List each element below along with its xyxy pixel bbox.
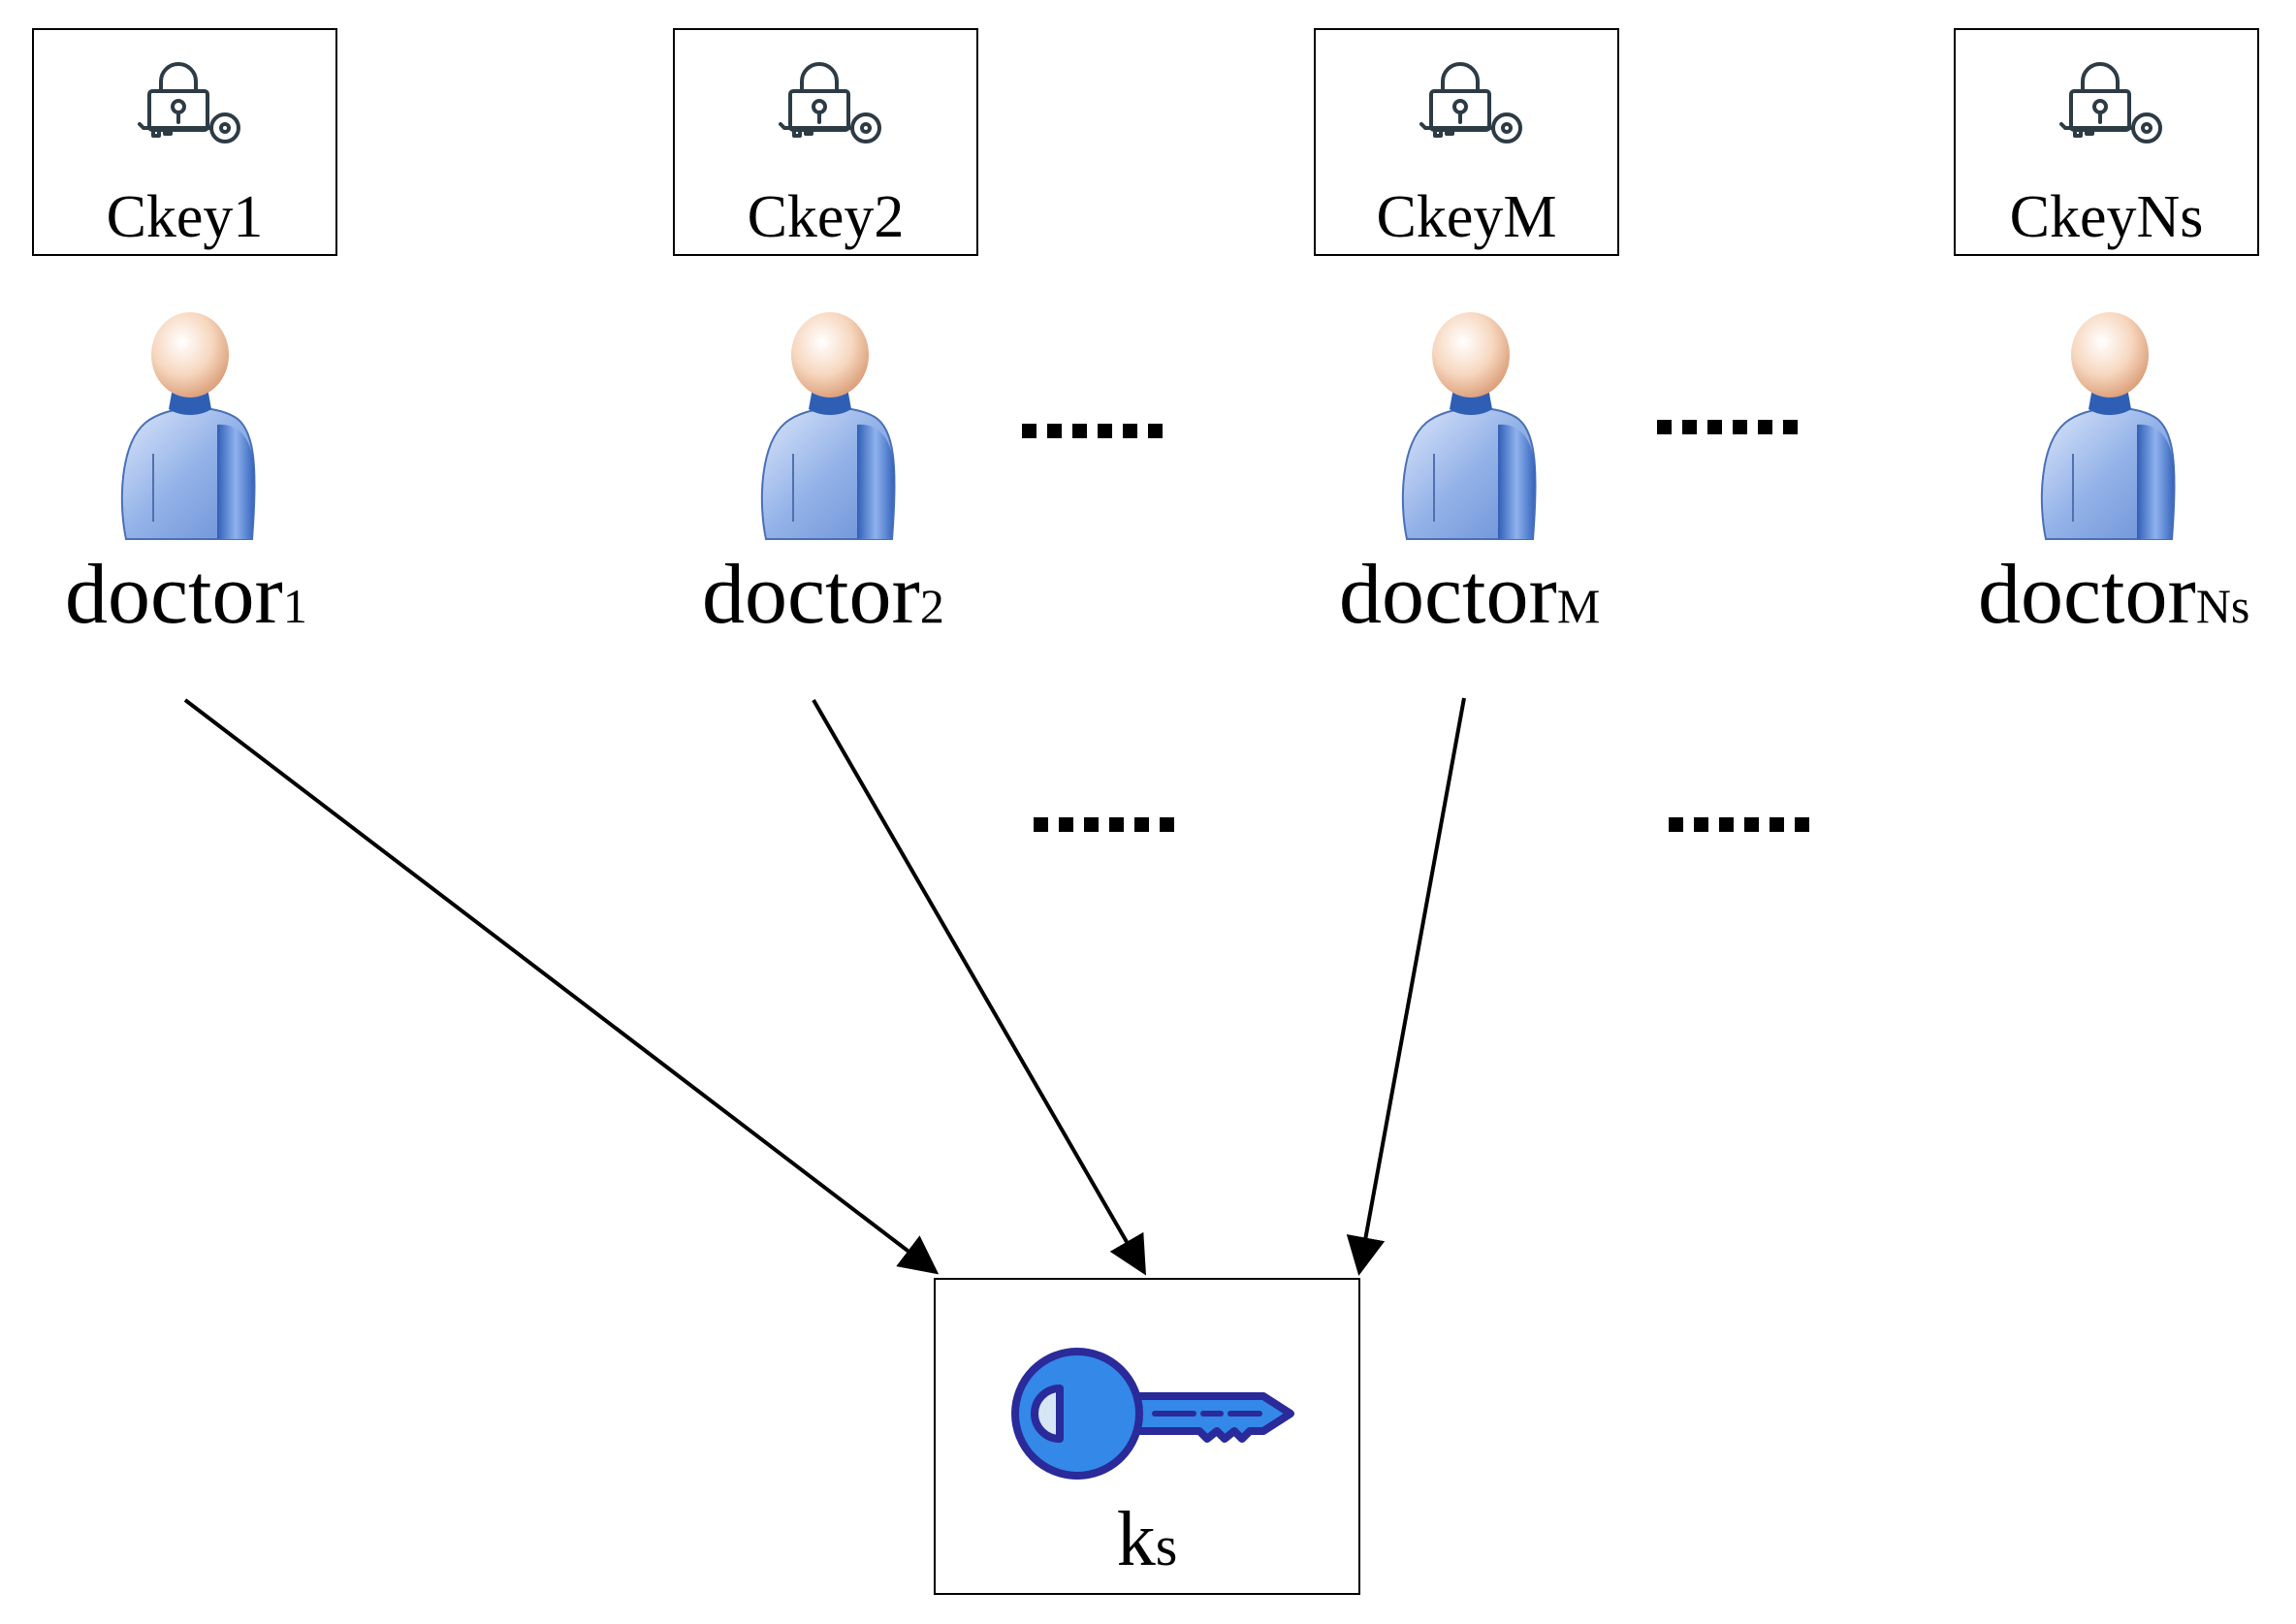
ellipsis-dot — [1707, 420, 1722, 434]
key-box-label: CkeyNs — [2009, 184, 2204, 250]
ellipsis-dot — [1059, 817, 1073, 832]
doctor-name: doctor — [702, 548, 920, 642]
user-icon — [1401, 312, 1537, 540]
ellipsis-dot — [1047, 424, 1062, 438]
doctor-subscript: Ns — [2195, 579, 2250, 633]
key-box-label: Ckey2 — [747, 184, 905, 250]
doctor-label-ns: doctorNs — [1978, 553, 2249, 638]
arrow-doctorM-to-ks — [1346, 697, 1466, 1276]
ellipsis-dot — [1123, 424, 1137, 438]
padlock-key-icon — [2059, 62, 2162, 143]
key-icon — [1011, 1348, 1294, 1480]
ellipsis-dot — [1719, 817, 1734, 832]
key-box-ns: CkeyNs — [1954, 28, 2259, 256]
ellipsis-dot — [1148, 424, 1163, 438]
ellipsis-dot — [1694, 817, 1708, 832]
key-box-m: CkeyM — [1314, 28, 1619, 256]
doctor-name: doctor — [1339, 548, 1557, 642]
doctor-name: doctor — [65, 548, 283, 642]
doctor-subscript: 1 — [282, 579, 307, 633]
ellipsis-dot — [1098, 424, 1112, 438]
padlock-key-icon — [779, 62, 881, 143]
shared-key-name: k — [1116, 1497, 1156, 1582]
user-icon — [760, 312, 896, 540]
ellipsis-dots — [1669, 817, 1809, 832]
doctor-name: doctor — [1978, 548, 2196, 642]
shared-key-subscript: s — [1155, 1514, 1178, 1577]
ellipsis-dots — [1022, 424, 1163, 438]
arrow-doctor2-to-ks — [812, 698, 1147, 1276]
ellipsis-dot — [1134, 817, 1149, 832]
padlock-key-icon — [138, 62, 240, 143]
ellipsis-dot — [1744, 817, 1759, 832]
ellipsis-dots — [1034, 817, 1174, 832]
user-icon — [2040, 312, 2176, 540]
user-icon — [120, 312, 256, 540]
shared-key-label: ks — [936, 1501, 1358, 1578]
ellipsis-dot — [1072, 424, 1087, 438]
ellipsis-dot — [1733, 420, 1747, 434]
ellipsis-dot — [1795, 817, 1809, 832]
ellipsis-dot — [1657, 420, 1672, 434]
ellipsis-dot — [1770, 817, 1784, 832]
ellipsis-dots — [1657, 420, 1798, 434]
ellipsis-dot — [1783, 420, 1798, 434]
key-box-label: Ckey1 — [106, 184, 264, 250]
ellipsis-dot — [1034, 817, 1048, 832]
ellipsis-dot — [1084, 817, 1099, 832]
shared-key-box: ks — [934, 1278, 1360, 1595]
key-box-1: Ckey1 — [32, 28, 337, 256]
key-box-2: Ckey2 — [673, 28, 978, 256]
doctor-subscript: M — [1556, 579, 1601, 633]
doctor-label-1: doctor1 — [65, 553, 307, 638]
ellipsis-dot — [1758, 420, 1772, 434]
arrow-doctor1-to-ks — [183, 698, 940, 1275]
padlock-key-icon — [1419, 62, 1522, 143]
doctor-label-m: doctorM — [1339, 553, 1600, 638]
doctor-label-2: doctor2 — [702, 553, 944, 638]
ellipsis-dot — [1109, 817, 1124, 832]
ellipsis-dot — [1682, 420, 1697, 434]
doctor-subscript: 2 — [919, 579, 944, 633]
ellipsis-dot — [1160, 817, 1174, 832]
ellipsis-dot — [1022, 424, 1036, 438]
ellipsis-dot — [1669, 817, 1683, 832]
key-box-label: CkeyM — [1376, 184, 1557, 250]
